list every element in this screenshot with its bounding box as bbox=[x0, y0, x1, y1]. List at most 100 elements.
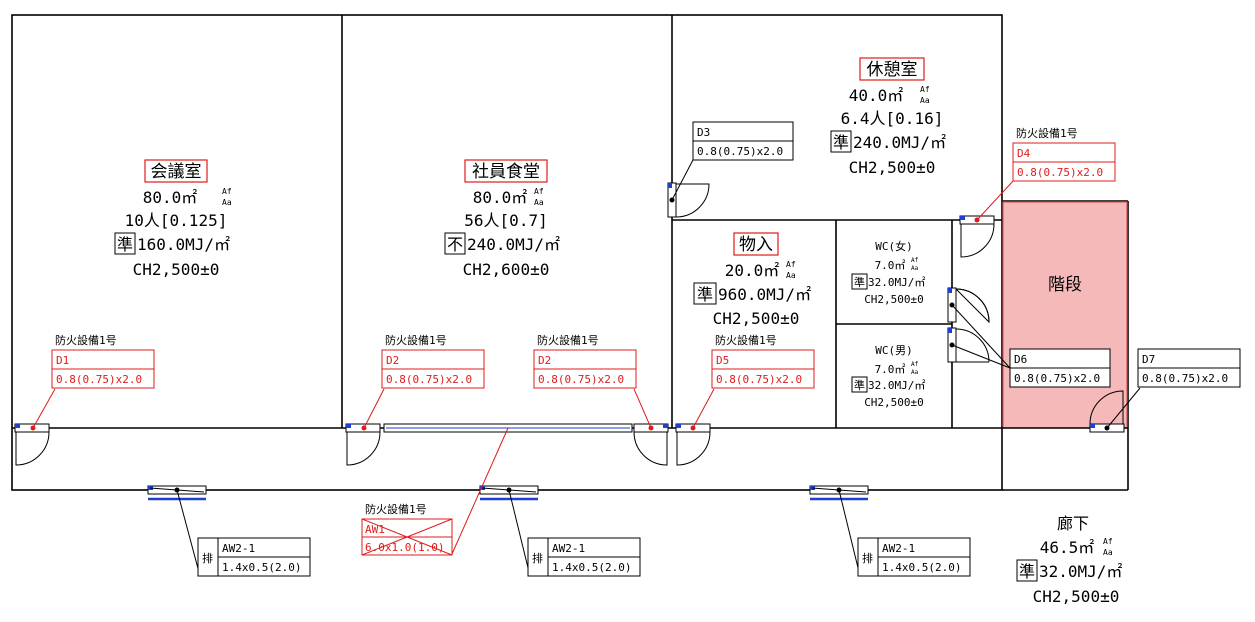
door-label-d5[interactable]: 防火設備1号 D5 0.8(0.75)x2.0 bbox=[711, 333, 815, 389]
room-rouka-name: 廊下 bbox=[1057, 514, 1089, 533]
room-wc-m: WC(男) 7.0㎡ Af Aa 準 32.0MJ/㎡ CH2,500±0 bbox=[851, 344, 925, 409]
window-aw2-2-symbol[interactable] bbox=[479, 485, 539, 501]
room-kyukei: 休憩室 40.0㎡ Af Aa 6.4人[0.16] 準 240.0MJ/㎡ C… bbox=[830, 57, 946, 177]
room-wc-m-af: Af bbox=[911, 361, 919, 368]
door-label-d2a[interactable]: 防火設備1号 D2 0.8(0.75)x2.0 bbox=[381, 333, 485, 389]
room-shain-aa: Aa bbox=[534, 198, 544, 207]
leader-aw1 bbox=[451, 427, 509, 555]
room-kyukei-af: Af bbox=[920, 85, 930, 94]
room-wc-m-name: WC(男) bbox=[875, 344, 913, 357]
window-label-aw2-3-size: 1.4x0.5(2.0) bbox=[882, 561, 961, 574]
door-label-d4-size: 0.8(0.75)x2.0 bbox=[1017, 166, 1103, 179]
window-label-aw2-2-size: 1.4x0.5(2.0) bbox=[552, 561, 631, 574]
exterior-windows bbox=[147, 485, 869, 501]
leader-aw2-3 bbox=[838, 489, 861, 577]
door-label-d4-id: D4 bbox=[1017, 147, 1031, 160]
room-monoire: 物入 20.0㎡ Af Aa 準 960.0MJ/㎡ CH2,500±0 bbox=[693, 232, 811, 328]
room-monoire-area: 20.0㎡ bbox=[725, 261, 780, 280]
room-kyukei-name-box bbox=[859, 57, 925, 81]
room-wc-f-ceiling: CH2,500±0 bbox=[864, 293, 924, 306]
room-wc-f-load: 32.0MJ/㎡ bbox=[868, 276, 925, 289]
window-label-aw2-3-id: AW2-1 bbox=[882, 542, 915, 555]
room-kaidan-name: 階段 bbox=[1048, 275, 1082, 295]
room-monoire-name: 物入 bbox=[739, 235, 773, 255]
room-kyukei-ceiling: CH2,500±0 bbox=[849, 158, 936, 177]
room-monoire-grade: 準 bbox=[697, 285, 713, 304]
room-monoire-name-box bbox=[733, 232, 779, 256]
room-wc-f-aa: Aa bbox=[911, 265, 919, 272]
window-label-aw2-3-tag: 排 bbox=[862, 551, 873, 565]
leader-aw2-1 bbox=[176, 489, 201, 577]
window-label-aw2-1-tag: 排 bbox=[202, 551, 213, 565]
window-label-aw2-1-id: AW2-1 bbox=[222, 542, 255, 555]
room-kaigi-persons: 10人[0.125] bbox=[125, 211, 228, 230]
leader-d7 bbox=[1106, 387, 1141, 429]
door-label-d3[interactable]: D3 0.8(0.75)x2.0 bbox=[692, 121, 794, 161]
room-wc-m-load: 32.0MJ/㎡ bbox=[868, 379, 925, 392]
door-label-d2a-size: 0.8(0.75)x2.0 bbox=[386, 373, 472, 386]
leader-d3 bbox=[671, 157, 695, 201]
window-label-aw2-1-size: 1.4x0.5(2.0) bbox=[222, 561, 301, 574]
room-kaigi-load: 160.0MJ/㎡ bbox=[137, 235, 230, 254]
leader-d6b bbox=[951, 344, 1011, 369]
door-d1-symbol[interactable] bbox=[14, 423, 50, 466]
door-label-d2b[interactable]: 防火設備1号 D2 0.8(0.75)x2.0 bbox=[533, 333, 637, 389]
room-rouka: 廊下 46.5㎡ Af Aa 準 32.0MJ/㎡ CH2,500±0 bbox=[1016, 514, 1122, 606]
room-shain: 社員食堂 80.0㎡ Af Aa 56人[0.7] 不 240.0MJ/㎡ CH… bbox=[444, 159, 560, 279]
room-wc-f-grade: 準 bbox=[854, 275, 865, 289]
room-kaigi: 会議室 80.0㎡ Af Aa 10人[0.125] 準 160.0MJ/㎡ C… bbox=[114, 159, 232, 279]
leader-d4 bbox=[976, 179, 1015, 221]
window-label-aw2-2[interactable]: 排 AW2-1 1.4x0.5(2.0) bbox=[527, 537, 641, 577]
door-label-d5-header: 防火設備1号 bbox=[715, 333, 777, 347]
door-label-d6-id: D6 bbox=[1014, 353, 1027, 366]
window-aw2-3-symbol[interactable] bbox=[809, 485, 869, 501]
room-shain-grade-box bbox=[444, 232, 466, 255]
room-kaigi-name-box bbox=[144, 159, 208, 183]
room-kyukei-persons: 6.4人[0.16] bbox=[841, 109, 944, 128]
leader-aw2-2 bbox=[508, 489, 531, 577]
door-label-d1[interactable]: 防火設備1号 D1 0.8(0.75)x2.0 bbox=[51, 333, 155, 389]
window-label-aw2-3[interactable]: 排 AW2-1 1.4x0.5(2.0) bbox=[857, 537, 971, 577]
room-kyukei-aa: Aa bbox=[920, 96, 930, 105]
door-label-d6[interactable]: D6 0.8(0.75)x2.0 bbox=[1009, 348, 1111, 388]
door-d3-symbol[interactable] bbox=[667, 182, 710, 218]
room-monoire-af: Af bbox=[786, 260, 796, 269]
room-rouka-area: 46.5㎡ bbox=[1040, 538, 1095, 557]
door-label-d4-header: 防火設備1号 bbox=[1016, 126, 1078, 140]
room-kaigi-grade: 準 bbox=[117, 235, 133, 254]
room-kaigi-grade-box bbox=[114, 232, 136, 255]
door-label-d5-id: D5 bbox=[716, 354, 729, 367]
door-label-d1-size: 0.8(0.75)x2.0 bbox=[56, 373, 142, 386]
room-kaigi-af: Af bbox=[222, 187, 232, 196]
window-label-aw1[interactable]: 防火設備1号 AW1 6.0x1.0(1.0) bbox=[361, 502, 453, 556]
room-kyukei-grade: 準 bbox=[833, 133, 849, 152]
door-label-d1-header: 防火設備1号 bbox=[55, 333, 117, 347]
room-kaigi-area: 80.0㎡ bbox=[143, 188, 198, 207]
room-kaigi-aa: Aa bbox=[222, 198, 232, 207]
window-label-aw2-2-tag: 排 bbox=[532, 551, 543, 565]
door-label-d6-size: 0.8(0.75)x2.0 bbox=[1014, 372, 1100, 385]
door-label-d7[interactable]: D7 0.8(0.75)x2.0 bbox=[1137, 348, 1241, 388]
door-wc-f-symbol[interactable] bbox=[947, 287, 990, 324]
door-d2a-symbol[interactable] bbox=[345, 423, 381, 466]
door-label-d7-id: D7 bbox=[1142, 353, 1155, 366]
room-wc-f-grade-box bbox=[851, 273, 868, 290]
door-d5-symbol[interactable] bbox=[675, 423, 711, 466]
door-d2b-symbol[interactable] bbox=[633, 423, 669, 466]
room-shain-ceiling: CH2,600±0 bbox=[463, 260, 550, 279]
room-wc-m-aa: Aa bbox=[911, 369, 919, 376]
room-wc-m-grade: 準 bbox=[854, 378, 865, 392]
door-label-d4[interactable]: 防火設備1号 D4 0.8(0.75)x2.0 bbox=[1012, 126, 1116, 182]
door-d4-symbol[interactable] bbox=[959, 215, 995, 258]
room-kaigi-ceiling: CH2,500±0 bbox=[133, 260, 220, 279]
window-label-aw2-1[interactable]: 排 AW2-1 1.4x0.5(2.0) bbox=[197, 537, 311, 577]
room-shain-persons: 56人[0.7] bbox=[464, 211, 547, 230]
room-kyukei-load: 240.0MJ/㎡ bbox=[853, 133, 946, 152]
room-rouka-grade: 準 bbox=[1019, 562, 1035, 581]
door-label-d3-size: 0.8(0.75)x2.0 bbox=[697, 145, 783, 158]
leader-d1 bbox=[32, 388, 56, 429]
window-aw2-1-symbol[interactable] bbox=[147, 485, 207, 501]
room-rouka-af: Af bbox=[1103, 537, 1113, 546]
room-kyukei-grade-box bbox=[830, 130, 852, 153]
room-wc-f-af: Af bbox=[911, 257, 919, 264]
